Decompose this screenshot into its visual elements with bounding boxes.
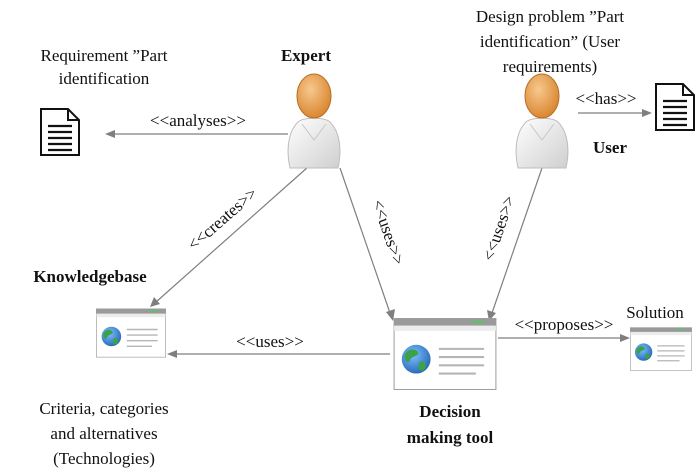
design-problem-caption-line1: Design problem ”Part [476,7,625,26]
proposes-label: <<proposes>> [515,315,614,334]
tool-uses-kb-label: <<uses>> [236,332,304,351]
user-person-icon [515,73,569,169]
relation-analyses [105,130,288,138]
knowledgebase-desc-line1: Criteria, categories [39,399,168,418]
design-problem-caption-line3: requirements) [503,57,597,76]
design-problem-document-icon [655,83,695,131]
decision-tool-title-line1: Decision [419,402,481,421]
user-label: User [593,138,627,157]
requirement-caption-line1: Requirement ”Part [41,46,168,65]
decision-tool-browser-window-icon [393,318,497,390]
knowledgebase-desc-line2: and alternatives [50,424,157,443]
decision-tool-title-line2: making tool [407,428,494,447]
has-label: <<has>> [575,89,636,108]
relation-creates [150,166,309,307]
expert-person-icon [287,73,341,169]
requirement-caption-line2: identification [59,69,150,88]
solution-title: Solution [626,303,684,322]
knowledgebase-title: Knowledgebase [33,267,147,286]
knowledgebase-desc-line3: (Technologies) [53,449,155,468]
relation-proposes [498,334,630,342]
relation-tool-uses-kb [167,350,390,358]
analyses-label: <<analyses>> [150,111,246,130]
relation-has [578,109,652,117]
expert-uses-label: <<uses>> [368,197,408,267]
requirement-document-icon [40,108,80,156]
relation-expert-uses [339,167,395,321]
solution-browser-window-icon [630,326,692,372]
expert-label: Expert [281,46,331,65]
knowledgebase-browser-window-icon [96,307,166,359]
design-problem-caption-line2: identification” (User [480,32,621,51]
